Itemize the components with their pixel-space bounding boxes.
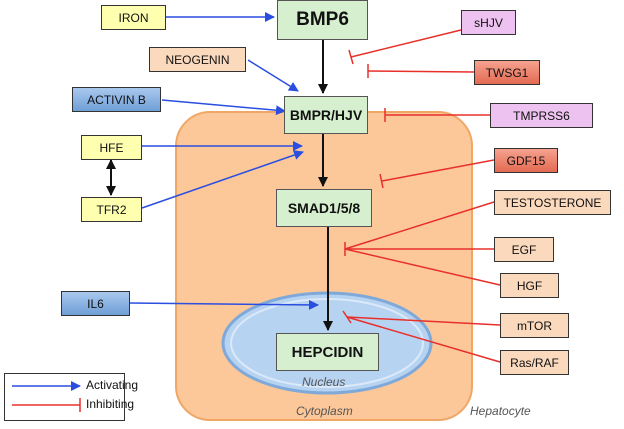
rasraf-inhibit-line [346, 316, 501, 363]
shjv-node: sHJV [461, 10, 516, 35]
neogenin-activating-arrow [247, 59, 299, 92]
hgf-node: HGF [500, 273, 559, 298]
hepatocyte-label: Hepatocyte [470, 404, 531, 418]
egf-node: EGF [494, 237, 554, 262]
tmprss6-node: TMPRSS6 [490, 103, 593, 128]
bmp6-node: BMP6 [277, 0, 368, 40]
activin-b-activating-arrow [161, 99, 286, 116]
smad-node: SMAD1/5/8 [276, 189, 372, 227]
hepcidin-node: HEPCIDIN [276, 333, 379, 371]
twsg1-node: TWSG1 [474, 60, 540, 85]
legend-box [4, 373, 125, 421]
legend-inhibiting-label: Inhibiting [86, 397, 135, 411]
twsg1-inhibit-line [367, 70, 475, 73]
gdf15-node: GDF15 [494, 148, 558, 173]
shjv-inhibit-line [350, 29, 462, 58]
mtor-inhibit-line [346, 316, 501, 326]
hfe-node: HFE [81, 135, 142, 160]
activin-b-node: ACTIVIN B [72, 87, 161, 112]
ras-raf-node: Ras/RAF [500, 350, 569, 375]
iron-node: IRON [101, 5, 166, 30]
shjv-inhibit-bar [348, 49, 354, 65]
nucleus-label: Nucleus [302, 375, 346, 389]
mtor-node: mTOR [500, 313, 569, 338]
testosterone-inhibit-line [344, 201, 495, 250]
neogenin-node: NEOGENIN [149, 47, 246, 72]
gdf15-inhibit-line [381, 159, 495, 182]
legend-activating-label: Activating [86, 378, 139, 392]
bmpr-hjv-node: BMPR/HJV [284, 96, 368, 134]
gdf15-inhibit-bar [379, 173, 384, 189]
nucleus-inhibit-bar [342, 310, 352, 324]
tfr2-activating-arrow [141, 150, 304, 209]
testosterone-node: TESTOSTERONE [494, 190, 611, 215]
hgf-inhibit-line [344, 248, 501, 286]
il6-activating-arrow [129, 299, 319, 310]
cytoplasm-label: Cytoplasm [296, 404, 353, 418]
tfr2-node: TFR2 [81, 197, 142, 222]
il6-node: IL6 [61, 291, 130, 316]
